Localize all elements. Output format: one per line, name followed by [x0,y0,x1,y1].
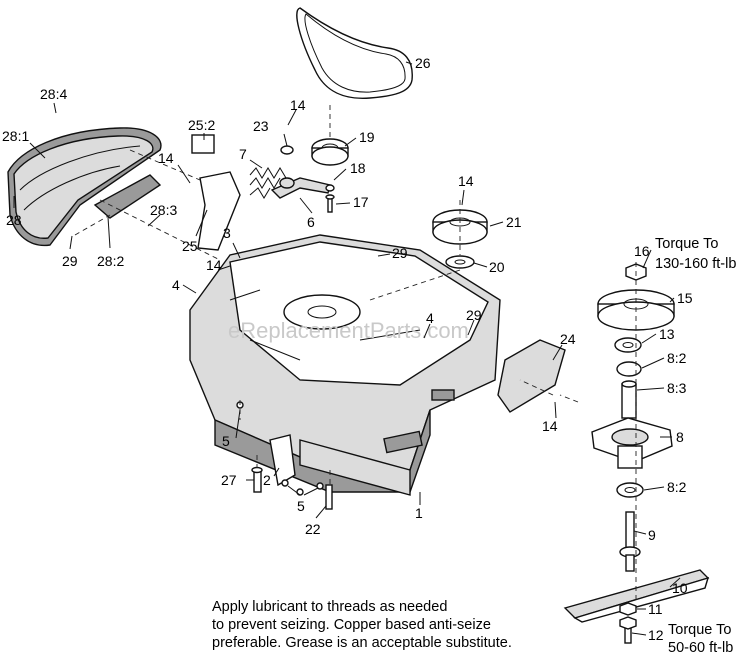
callout-10: 10 [672,580,688,596]
note-line3: preferable. Grease is an acceptable subs… [212,635,512,651]
callout-27: 27 [221,472,237,488]
mower-deck [189,234,501,496]
callout-1: 1 [415,505,423,521]
callout-4: 4 [172,277,180,293]
spindle-assembly [591,263,675,572]
callout-25-2: 25:2 [188,117,215,133]
note-line2: to prevent seizing. Copper based anti-se… [212,617,491,633]
callout-20: 20 [489,259,505,275]
callout-leaders [13,61,681,636]
torque-top-line2: 130-160 ft-lb [655,256,736,272]
spring [249,167,287,199]
belt-cover [7,127,162,247]
belt [296,7,413,99]
callout-16: 16 [634,243,650,259]
watermark-text: eReplacementParts.com [228,318,469,343]
exploded-assembly-lines [74,105,637,600]
callout-15: 15 [677,290,693,306]
callout-5: 5 [222,433,230,449]
callout-21: 21 [506,214,522,230]
callout-14: 14 [458,173,474,189]
callout-14: 14 [290,97,306,113]
callout-28-1: 28:1 [2,128,29,144]
lubricant-note: Apply lubricant to threads as needed to … [212,599,512,651]
torque-bottom-line1: Torque To [668,622,731,638]
callout-24: 24 [560,331,576,347]
callout-14: 14 [206,257,222,273]
callout-23: 23 [253,118,269,134]
callout-28-3: 28:3 [150,202,177,218]
callout-8-3: 8:3 [667,380,687,396]
callout-28: 28 [6,212,22,228]
callout-9: 9 [648,527,656,543]
callout-6: 6 [307,214,315,230]
idler-arm-assembly [249,138,349,213]
note-line1: Apply lubricant to threads as needed [212,599,447,615]
callout-4: 4 [426,310,434,326]
callout-11: 11 [648,601,663,617]
callout-19: 19 [359,129,375,145]
callout-22: 22 [305,521,321,537]
torque-note-spindle-nut: Torque To 130-160 ft-lb [655,236,736,272]
callout-5: 5 [297,498,305,514]
callout-8-2: 8:2 [667,479,687,495]
callout-7: 7 [239,146,247,162]
callout-13: 13 [659,326,675,342]
callout-18: 18 [350,160,366,176]
callout-26: 26 [415,55,431,71]
torque-top-line1: Torque To [655,236,718,252]
callout-8: 8 [676,429,684,445]
callout-29: 29 [466,307,482,323]
callout-28-4: 28:4 [40,86,67,102]
callout-3: 3 [223,225,231,241]
callout-29: 29 [62,253,78,269]
torque-bottom-line2: 50-60 ft-lb [668,640,733,656]
callout-17: 17 [353,194,369,210]
callout-labels: 26 14 23 19 7 18 17 6 25:2 14 25 28:4 28… [2,55,693,643]
bracket [191,134,241,251]
callout-29: 29 [392,245,408,261]
torque-note-blade-bolt: Torque To 50-60 ft-lb [668,622,733,656]
callout-25: 25 [182,238,198,254]
callout-12: 12 [648,627,664,643]
callout-28-2: 28:2 [97,253,124,269]
callout-14: 14 [542,418,558,434]
callout-14: 14 [158,150,174,166]
blade [563,569,710,644]
deflector-bracket [497,339,566,413]
callout-8-2: 8:2 [667,350,687,366]
callout-2: 2 [263,472,271,488]
